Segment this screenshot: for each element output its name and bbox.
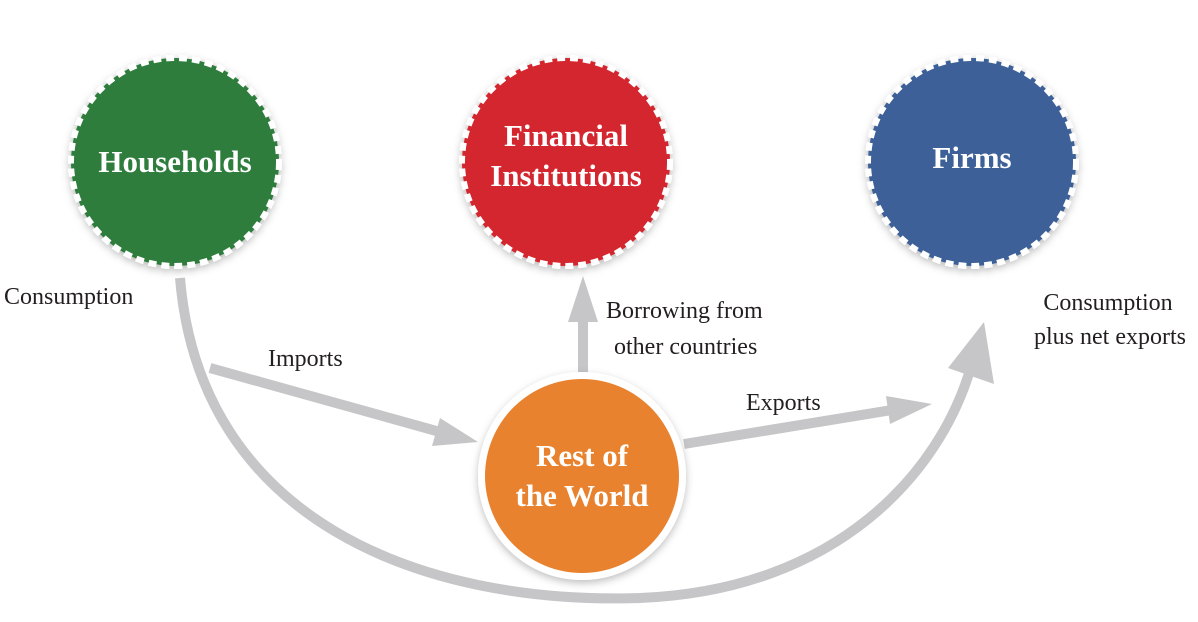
consumption-arc-arrow [175,277,975,604]
households-node [68,55,282,269]
rest-of-world-label-line1: Rest of [536,438,629,473]
borrowing-label-line2: other countries [614,334,757,360]
households-circle [71,58,279,266]
households-dashed-border [68,55,282,269]
borrowing-label-line1: Borrowing from [606,298,763,324]
financial-institutions-label-line1: Financial [504,118,628,153]
exports-arrow [683,405,893,449]
consumption-arrowhead [948,322,994,384]
firms-dashed-border [865,55,1079,269]
firms-node [865,55,1079,269]
financial-institutions-circle [462,58,670,266]
financial-institutions-label-line2: Institutions [490,158,642,193]
arrow-heads [432,276,994,446]
rest-of-world-label-line2: the World [516,478,649,513]
imports-arrowhead [432,418,478,446]
rest-of-world-node [478,372,686,580]
consumption-label: Consumption [4,284,133,310]
firms-label: Firms [932,140,1011,175]
consumption-net-exports-label-line2: plus net exports [1034,324,1186,350]
flow-arrows [175,277,975,604]
exports-label: Exports [746,390,821,416]
exports-arrowhead [886,396,932,424]
rest-of-world-circle [485,379,679,573]
borrowing-arrowhead [568,276,598,322]
financial-institutions-dashed-border [459,55,673,269]
imports-arrow [208,363,442,437]
financial-institutions-node [459,55,673,269]
consumption-net-exports-label-line1: Consumption [1043,290,1172,316]
firms-circle [868,58,1076,266]
households-label: Households [98,144,251,179]
imports-label: Imports [268,346,343,372]
